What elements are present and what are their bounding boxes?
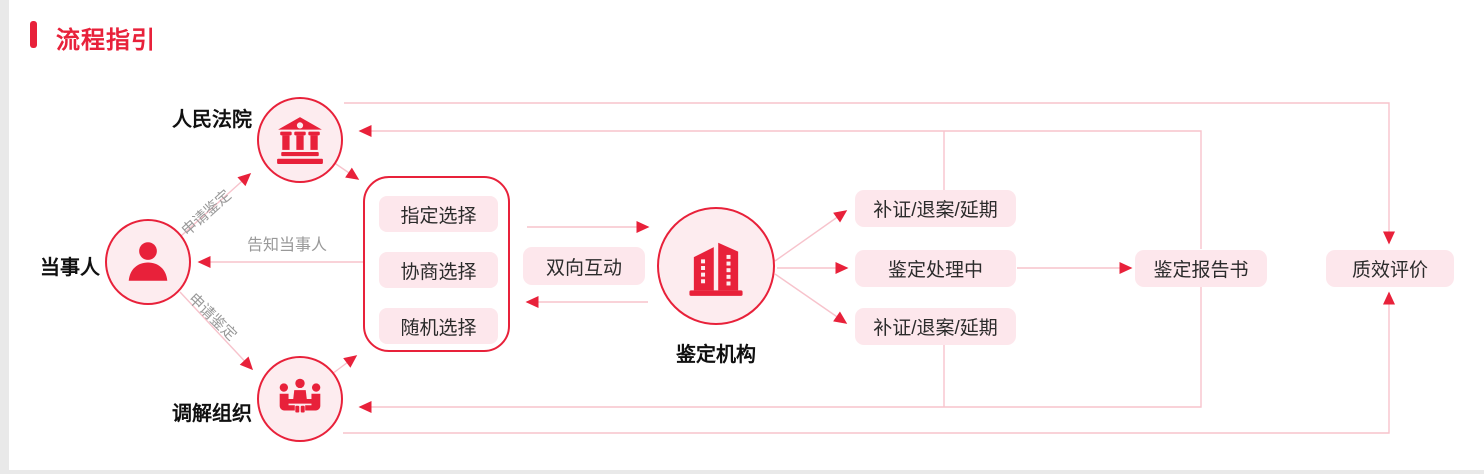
page-title: 流程指引 [56,27,156,54]
option-random-selection: 随机选择 [379,308,498,344]
report-box: 鉴定报告书 [1135,250,1267,287]
processing-box: 鉴定处理中 [855,250,1016,287]
court-label: 人民法院 [172,109,252,131]
selection-methods-box: 指定选择 协商选择 随机选择 [363,176,510,352]
option-negotiated-selection: 协商选择 [379,252,498,288]
meeting-icon [279,378,321,413]
notify-party-label: 告知当事人 [246,237,327,254]
option-designated-selection: 指定选择 [379,196,498,232]
buildings-icon [689,242,743,296]
supplement-bottom-box: 补证/退案/延期 [855,308,1016,345]
court-node [257,97,343,183]
quality-evaluation-box: 质效评价 [1326,250,1454,287]
two-way-interaction-label: 双向互动 [523,247,645,285]
agency-label: 鉴定机构 [676,344,756,366]
agency-node [657,207,775,325]
party-node [105,219,191,305]
courthouse-icon [277,117,323,164]
supplement-top-box: 补证/退案/延期 [855,190,1016,227]
party-label: 当事人 [40,257,100,279]
person-icon [128,242,168,281]
title-accent-bar [30,21,37,48]
mediation-node [257,356,343,442]
mediation-label: 调解组织 [172,403,252,425]
